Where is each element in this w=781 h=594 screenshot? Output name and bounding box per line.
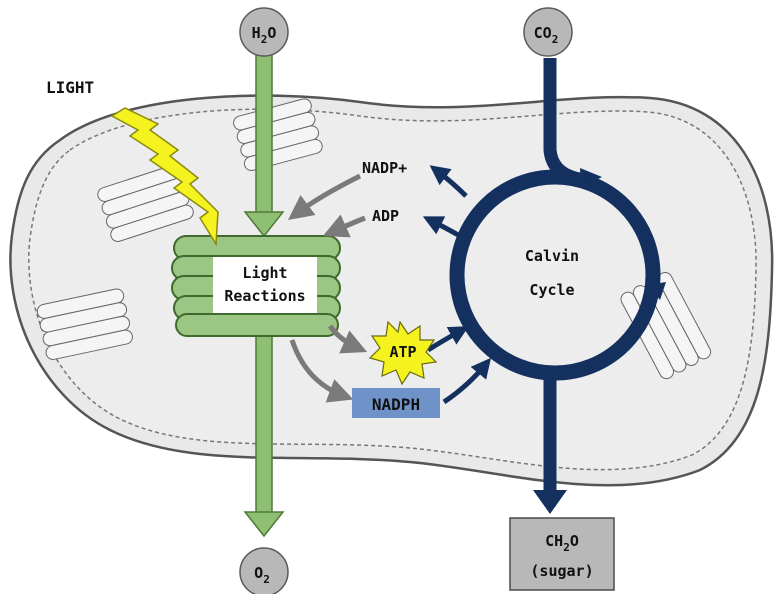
calvin-cycle-label-2: Cycle (529, 281, 574, 299)
adp-label: ADP (372, 207, 399, 225)
light-reactions-stack (172, 236, 340, 336)
sugar-word-label: (sugar) (530, 562, 593, 580)
o2-node (240, 548, 288, 594)
light-reactions-label-1: Light (242, 264, 287, 282)
nadp-plus-label: NADP+ (362, 159, 407, 177)
atp-label: ATP (389, 343, 416, 361)
h2o-node (240, 8, 288, 56)
light-label: LIGHT (46, 78, 94, 97)
nadph-label: NADPH (372, 395, 420, 414)
light-reactions-label-2: Reactions (224, 287, 305, 305)
calvin-cycle-label-1: Calvin (525, 247, 579, 265)
